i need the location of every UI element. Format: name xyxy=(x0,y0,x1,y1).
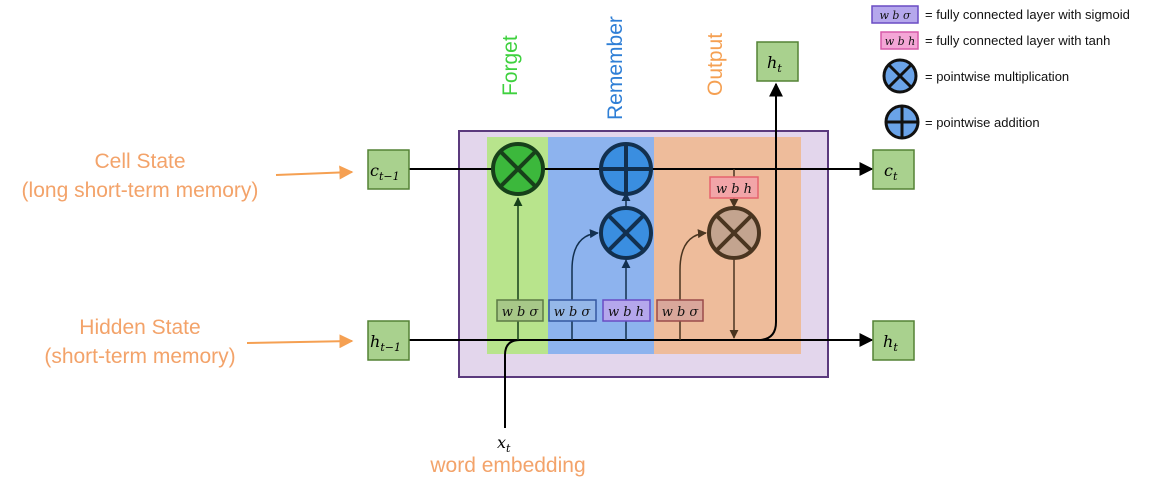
h-next-node: ht xyxy=(872,320,915,361)
output-multiply-op xyxy=(707,206,761,260)
remember-tanh-layer: w b h xyxy=(602,299,651,322)
svg-text:w b σ: w b σ xyxy=(880,9,911,22)
output-sigmoid-to-mult xyxy=(679,229,707,300)
cell-state-subtitle: (long short-term memory) xyxy=(22,179,259,202)
svg-text:= pointwise addition: = pointwise addition xyxy=(925,115,1040,130)
svg-text:= fully connected layer with t: = fully connected layer with tanh xyxy=(925,33,1110,48)
input-line xyxy=(504,339,521,428)
svg-text:ct: ct xyxy=(884,161,898,183)
legend: w b σ = fully connected layer with sigmo… xyxy=(871,5,1130,140)
legend-multiply: = pointwise multiplication xyxy=(882,58,1069,94)
legend-sigmoid: w b σ = fully connected layer with sigmo… xyxy=(871,5,1130,24)
output-to-ht xyxy=(757,82,783,341)
remember-add-op xyxy=(599,142,653,196)
cell-state-title: Cell State xyxy=(94,150,185,173)
svg-text:ht: ht xyxy=(883,332,898,354)
cell-state-pointer xyxy=(275,165,354,180)
legend-add: = pointwise addition xyxy=(884,104,1040,140)
remember-sigmoid-layer: w b σ xyxy=(548,299,597,322)
output-sigmoid-layer: w b σ xyxy=(656,299,704,322)
h-out-node: ht xyxy=(756,41,799,82)
forget-multiply-op xyxy=(491,142,545,196)
svg-text:w b h: w b h xyxy=(608,305,644,320)
remember-label: Remember xyxy=(604,16,627,120)
add-icon xyxy=(884,104,920,140)
forget-label: Forget xyxy=(499,35,522,96)
legend-tanh: w b h = fully connected layer with tanh xyxy=(880,31,1110,50)
svg-text:w b h: w b h xyxy=(716,182,752,197)
svg-text:= fully connected layer with s: = fully connected layer with sigmoid xyxy=(925,7,1130,22)
remember-multiply-op xyxy=(599,206,653,260)
remember-sigmoid-to-mult xyxy=(571,229,599,300)
svg-text:w b σ: w b σ xyxy=(554,305,592,320)
x-input-label: xt xyxy=(497,433,511,455)
svg-text:w b σ: w b σ xyxy=(502,305,540,320)
multiply-icon xyxy=(882,58,918,94)
svg-text:ht−1: ht−1 xyxy=(370,332,401,354)
word-embedding-label: word embedding xyxy=(429,454,585,477)
output-label: Output xyxy=(704,33,727,96)
h-prev-node: ht−1 xyxy=(367,320,410,361)
hidden-state-title: Hidden State xyxy=(79,316,200,339)
svg-text:= pointwise multiplication: = pointwise multiplication xyxy=(925,69,1069,84)
c-prev-node: ct−1 xyxy=(367,149,410,190)
forget-sigmoid-layer: w b σ xyxy=(496,299,544,322)
svg-text:ct−1: ct−1 xyxy=(370,161,400,183)
hidden-state-pointer xyxy=(246,334,354,349)
hidden-state-subtitle: (short-term memory) xyxy=(44,345,235,368)
svg-text:w b σ: w b σ xyxy=(662,305,700,320)
svg-text:ht: ht xyxy=(767,53,782,75)
output-tanh-layer: w b h xyxy=(709,176,759,199)
svg-text:w b h: w b h xyxy=(885,35,916,48)
c-next-node: ct xyxy=(872,149,915,190)
